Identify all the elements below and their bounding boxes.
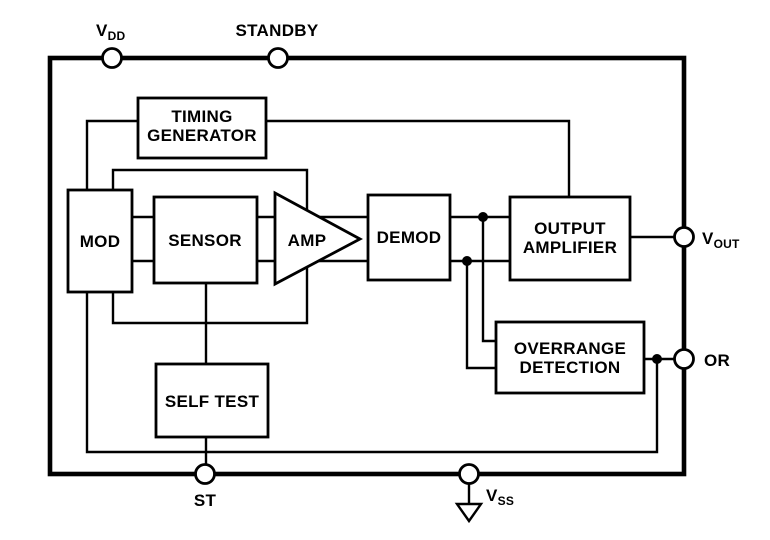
pin-label-vout-main: V xyxy=(702,229,714,248)
junction-dot-or xyxy=(652,354,662,364)
block-label-overrange-line1: OVERRANGE xyxy=(514,339,626,358)
block-label-mod: MOD xyxy=(80,232,121,251)
junction-dot-upper xyxy=(478,212,488,222)
wire-tg-output-amplifier xyxy=(266,119,571,197)
pin-label-vss: VSS xyxy=(486,486,514,508)
pin-label-vout-sub: OUT xyxy=(714,237,740,251)
pin-vss xyxy=(458,463,480,485)
block-label-overrange-line2: DETECTION xyxy=(520,358,621,377)
block-mod xyxy=(66,188,134,294)
pin-label-vss-sub: SS xyxy=(498,494,514,508)
wire-tg-mod xyxy=(85,119,138,190)
pin-label-vdd-sub: DD xyxy=(108,29,126,43)
wire-or-feedback-loop xyxy=(85,292,659,454)
block-label-timing-line2: GENERATOR xyxy=(147,126,257,145)
block-label-demod: DEMOD xyxy=(377,228,442,247)
wire-demod-overrange-upper xyxy=(481,217,496,343)
junction-dot-lower xyxy=(462,256,472,266)
pin-standby xyxy=(267,47,289,69)
pin-label-vdd-main: V xyxy=(96,21,108,40)
chip-border xyxy=(47,55,687,477)
wire-mod-amp-top-loop xyxy=(111,168,309,213)
pin-vout xyxy=(673,226,695,248)
block-self-test xyxy=(154,362,270,439)
pin-or xyxy=(673,348,695,370)
ground-icon xyxy=(454,502,484,524)
pin-label-or: OR xyxy=(704,351,730,370)
wire-mod-amp-bottom-loop xyxy=(111,266,309,325)
pin-label-vss-main: V xyxy=(486,486,498,505)
block-label-output-line1: OUTPUT xyxy=(534,219,606,238)
block-label-self-test: SELF TEST xyxy=(165,392,260,411)
pin-label-standby: STANDBY xyxy=(235,21,318,40)
block-label-amp: AMP xyxy=(288,231,327,250)
pin-label-vout: VOUT xyxy=(702,229,740,251)
block-overrange-detection xyxy=(494,320,646,395)
pin-st xyxy=(194,463,216,485)
block-timing-generator xyxy=(136,96,268,160)
block-output-amplifier xyxy=(508,195,632,282)
pin-label-st: ST xyxy=(194,491,217,510)
block-label-timing-line1: TIMING xyxy=(171,107,232,126)
block-label-sensor: SENSOR xyxy=(168,231,242,250)
pin-vdd xyxy=(101,47,123,69)
block-label-output-line2: AMPLIFIER xyxy=(523,238,617,257)
block-sensor xyxy=(152,195,259,285)
wire-demod-overrange-lower xyxy=(465,261,496,370)
block-amp-triangle xyxy=(273,190,363,287)
block-demod xyxy=(366,193,452,282)
pin-label-vdd: VDD xyxy=(96,21,126,43)
